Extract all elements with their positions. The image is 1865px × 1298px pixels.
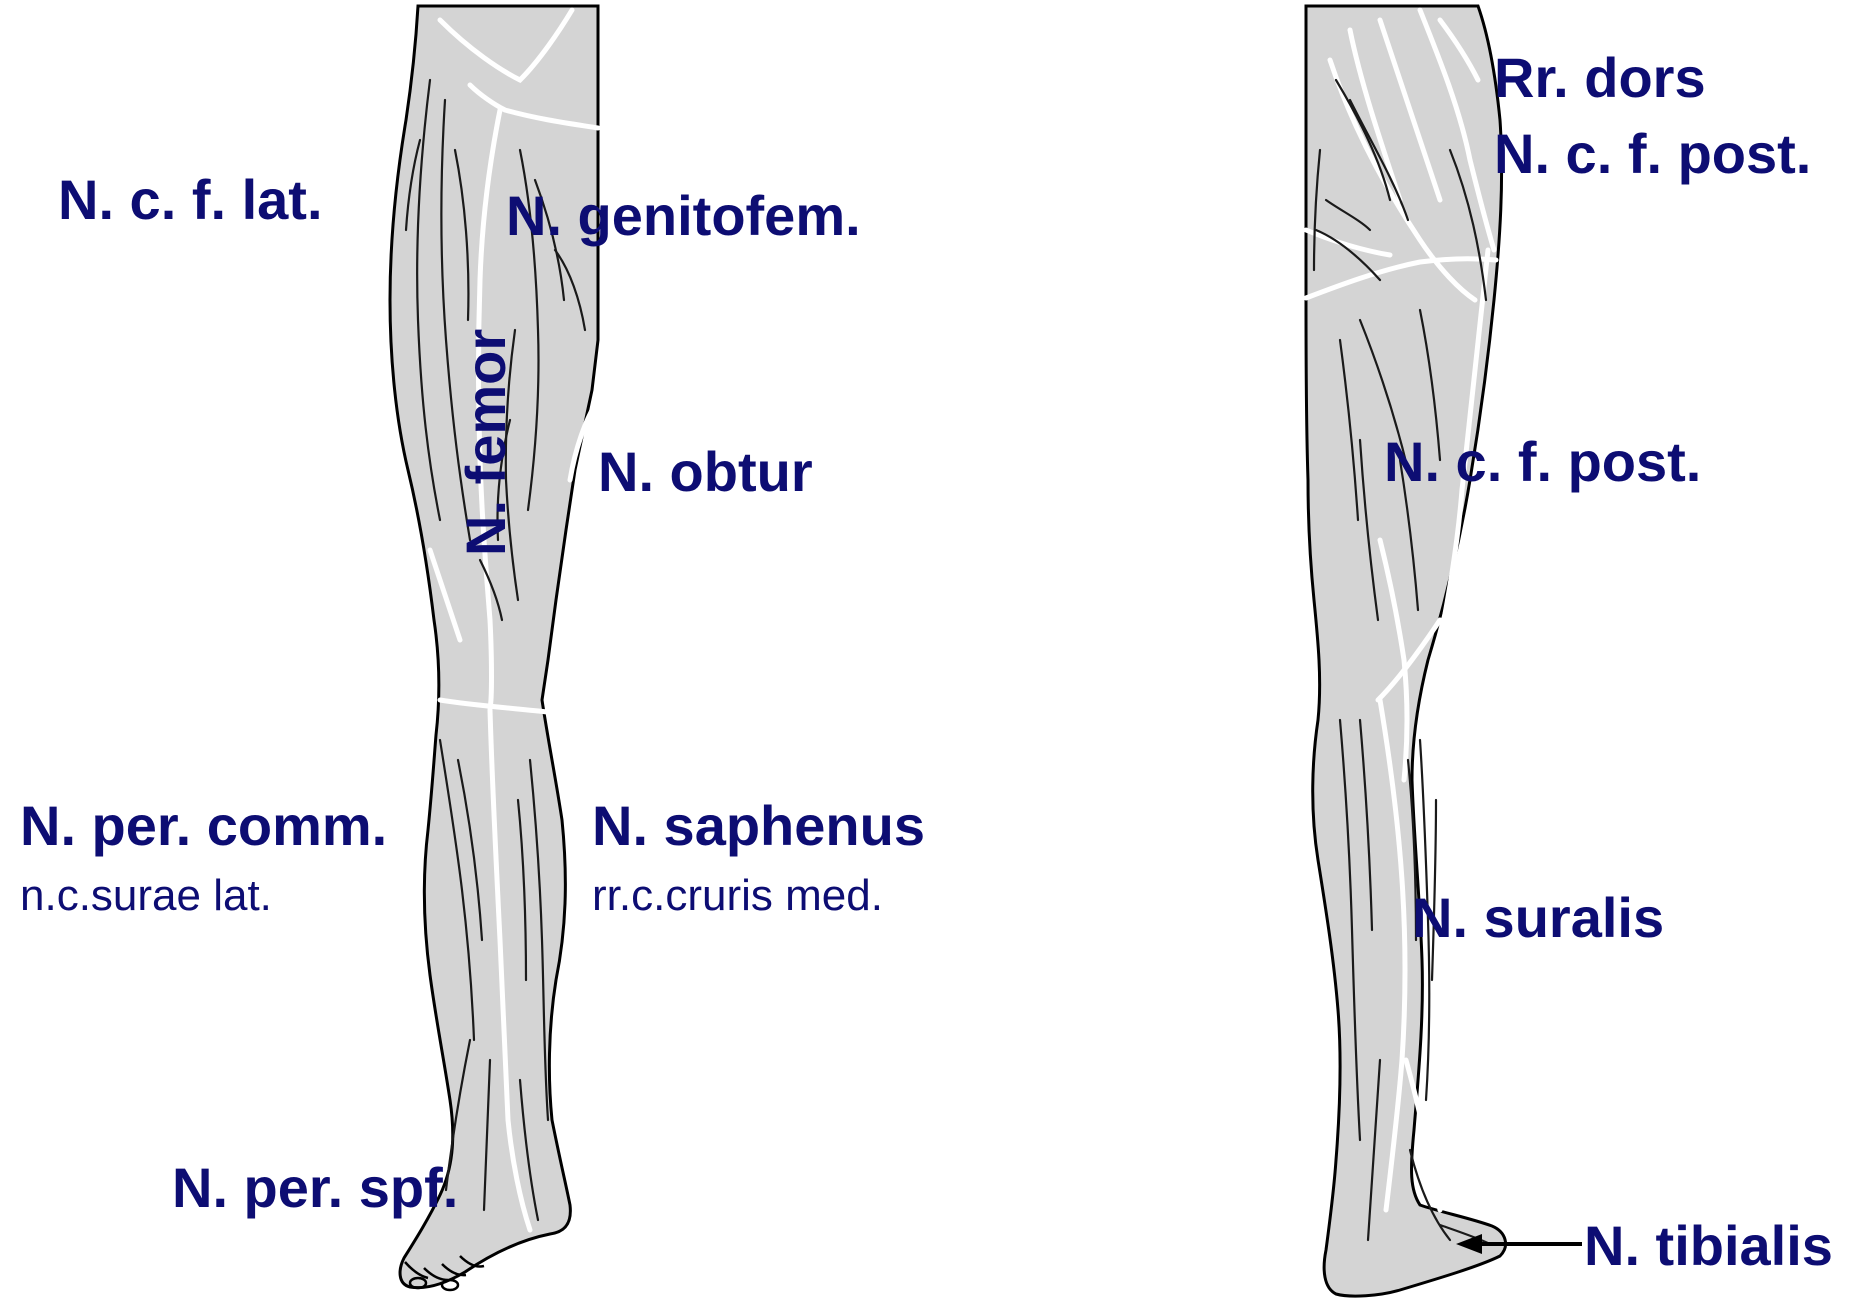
posterior-leg — [1306, 6, 1506, 1296]
label-n-per-spf: N. per. spf. — [172, 1160, 458, 1216]
label-n-cf-lat: N. c. f. lat. — [58, 172, 323, 228]
label-n-saphenus: N. saphenus — [592, 798, 925, 854]
label-n-obtur: N. obtur — [598, 444, 813, 500]
posterior-leg-silhouette — [1306, 6, 1506, 1296]
label-n-cf-post-upper: N. c. f. post. — [1494, 126, 1811, 182]
label-n-genitofem: N. genitofem. — [506, 188, 861, 244]
label-rr-dors: Rr. dors — [1494, 50, 1706, 106]
label-n-femor: N. femor — [458, 329, 514, 556]
label-n-suralis: N. suralis — [1412, 890, 1664, 946]
tibialis-arrow — [1456, 1234, 1582, 1254]
label-n-tibialis: N. tibialis — [1584, 1218, 1833, 1274]
label-n-per-comm: N. per. comm. — [20, 798, 387, 854]
label-n-cf-post-mid: N. c. f. post. — [1384, 434, 1701, 490]
label-n-cs-lat: n.c.surae lat. — [20, 874, 272, 918]
label-rr-ccm: rr.c.cruris med. — [592, 874, 883, 918]
